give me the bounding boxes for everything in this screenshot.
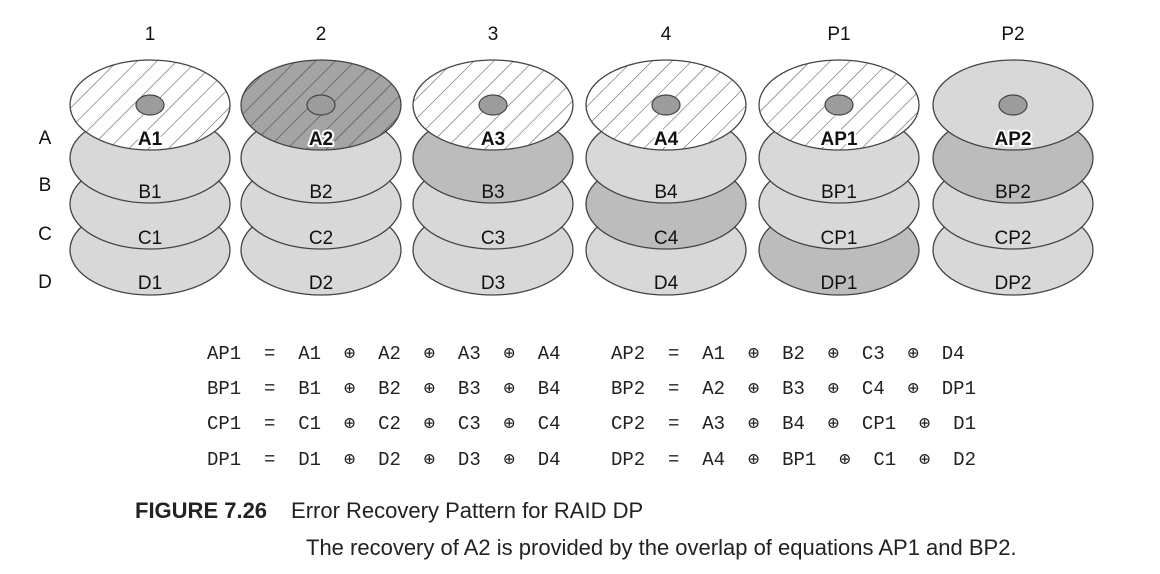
parity-equation: CP1 = C1 ⊕ C2 ⊕ C3 ⊕ C4 (207, 413, 561, 435)
block-label-b1: B1 (138, 182, 161, 203)
spindle-hub-icon (306, 94, 336, 116)
block-label-d1: D1 (138, 273, 162, 294)
block-label-cp2: CP2 (995, 228, 1032, 249)
block-label-c1: C1 (138, 228, 162, 249)
spindle-hub-icon (824, 94, 854, 116)
block-label-b3: B3 (481, 182, 504, 203)
block-label-a4: A4 (654, 129, 679, 150)
spindle-hub-icon (478, 94, 508, 116)
block-label-d2: D2 (309, 273, 333, 294)
parity-equation: AP1 = A1 ⊕ A2 ⊕ A3 ⊕ A4 (207, 343, 561, 365)
column-label-2: 2 (316, 24, 327, 45)
figure-description: The recovery of A2 is provided by the ov… (306, 535, 1017, 560)
block-label-bp2: BP2 (995, 182, 1031, 203)
spindle-hub-icon (998, 94, 1028, 116)
block-label-d4: D4 (654, 273, 679, 294)
column-label-4: 4 (661, 24, 672, 45)
block-label-dp2: DP2 (995, 273, 1032, 294)
figure-title: Error Recovery Pattern for RAID DP (291, 498, 644, 523)
block-label-a2: A2 (309, 129, 333, 150)
parity-equation: CP2 = A3 ⊕ B4 ⊕ CP1 ⊕ D1 (611, 413, 976, 435)
block-label-dp1: DP1 (821, 273, 858, 294)
column-label-1: 1 (145, 24, 156, 45)
column-label-p1: P1 (827, 24, 850, 45)
parity-equation: DP1 = D1 ⊕ D2 ⊕ D3 ⊕ D4 (207, 449, 561, 471)
spindle-hub-icon (651, 94, 681, 116)
block-label-b4: B4 (654, 182, 678, 203)
spindle-hub-icon (135, 94, 165, 116)
parity-equation: AP2 = A1 ⊕ B2 ⊕ C3 ⊕ D4 (611, 343, 965, 365)
block-label-c4: C4 (654, 228, 679, 249)
block-label-d3: D3 (481, 273, 505, 294)
block-label-c3: C3 (481, 228, 505, 249)
row-label-a: A (39, 128, 52, 149)
block-label-bp1: BP1 (821, 182, 857, 203)
row-label-d: D (38, 272, 52, 293)
parity-equation: BP2 = A2 ⊕ B3 ⊕ C4 ⊕ DP1 (611, 378, 976, 400)
parity-equation: BP1 = B1 ⊕ B2 ⊕ B3 ⊕ B4 (207, 378, 561, 400)
block-label-ap1: AP1 (821, 129, 858, 150)
block-label-a3: A3 (481, 129, 505, 150)
figure-number: FIGURE 7.26 (135, 498, 268, 523)
row-label-b: B (39, 175, 52, 196)
block-label-a1: A1 (138, 129, 163, 150)
block-label-ap2: AP2 (995, 129, 1032, 150)
block-label-cp1: CP1 (821, 228, 858, 249)
row-label-c: C (38, 224, 52, 245)
parity-equation: DP2 = A4 ⊕ BP1 ⊕ C1 ⊕ D2 (611, 449, 976, 471)
block-label-b2: B2 (309, 182, 332, 203)
figure-caption-title-line: FIGURE 7.26 Error Recovery Pattern for RA… (135, 498, 643, 524)
column-label-p2: P2 (1001, 24, 1024, 45)
column-label-3: 3 (488, 24, 499, 45)
block-label-c2: C2 (309, 228, 333, 249)
